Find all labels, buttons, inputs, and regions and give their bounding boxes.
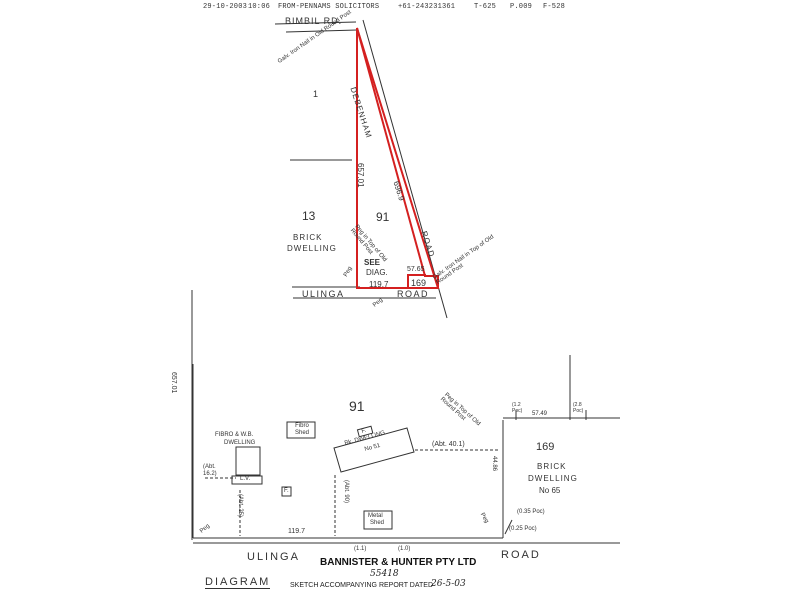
abt-90-label: (Abt. 90) (343, 480, 349, 504)
se-hatch (504, 519, 513, 535)
fibro-shed-outline (286, 421, 316, 439)
bimbil-road-edge-2 (285, 29, 358, 33)
dim-1-0-label: (1.0) (398, 546, 411, 552)
abt-25-label: (Abt. 25) (237, 494, 243, 518)
lv-outline (231, 475, 263, 485)
subject-lot-boundary (356, 27, 440, 289)
diagram-label: DIAGRAM (205, 576, 271, 589)
fax-t-code: T-625 (474, 3, 497, 11)
report-number: 55418 (370, 569, 399, 579)
f-box-label: F. (361, 427, 368, 435)
lot-91-label-bottom: 91 (349, 398, 365, 414)
metal-shed-outline (363, 510, 393, 530)
f-small-outline (281, 486, 292, 497)
diag-label: DIAG. (366, 268, 388, 277)
fax-from: FROM-PENNAMS SOLICITORS (278, 3, 380, 11)
ulinga-road-label-top: ROAD (397, 289, 430, 299)
lot-169-label-top: 169 (411, 278, 427, 288)
ulinga-label-bottom: ULINGA (247, 551, 300, 563)
company-name: BANNISTER & HUNTER PTY LTD (320, 557, 477, 568)
ulinga-label-top: ULINGA (302, 289, 345, 299)
f-small-label: F. (284, 488, 289, 494)
fax-phone: +61-243231361 (398, 3, 456, 11)
dim-1-2-label: (1.2 Poc) (512, 402, 523, 414)
dim-2-8-label: (2.8 Poc) (573, 402, 584, 414)
dim-1-1-label: (1.1) (354, 546, 367, 552)
bk-dwelling-outline (333, 427, 415, 473)
bimbil-road-edge (274, 21, 357, 25)
lv-label: L.V. (240, 476, 251, 482)
road-label-bottom: ROAD (501, 549, 541, 561)
dim-57-49-label: 57.49 (532, 411, 548, 417)
fibro-dwelling-outline (235, 446, 261, 476)
dwelling-label-top: DWELLING (287, 244, 337, 253)
metal-shed-label-2: Shed (370, 520, 385, 526)
bimbil-road-label: BIMBIL RD. (285, 16, 343, 26)
sketch-note: SKETCH ACCOMPANYING REPORT DATED (290, 582, 434, 589)
lot-91-red-east (356, 27, 426, 277)
fax-page: P.009 (510, 3, 533, 11)
dim-south-bottom: 119.7 (288, 528, 305, 535)
debenham-road-east-edge (362, 19, 448, 319)
fibro-dwelling-label-2: DWELLING (224, 440, 256, 446)
dim-south-top: 119.7 (369, 280, 389, 289)
fibro-shed-label: Fibro Shed (294, 423, 309, 436)
lot-1-label: 1 (313, 89, 319, 99)
abt-16-label: (Abt. 16.2) (203, 464, 217, 477)
lot-169-label-bottom: 169 (536, 441, 555, 453)
brick-label-bottom: BRICK (537, 462, 567, 471)
lot-13-label: 13 (302, 209, 316, 223)
fax-f-code: F-528 (543, 3, 566, 11)
report-date: 26-5-03 (431, 579, 466, 589)
no-65-label: No 65 (539, 486, 561, 495)
see-label: SEE (364, 258, 381, 267)
fax-date: 29-10-2003 (203, 3, 248, 11)
dim-west-bottom: 657.01 (170, 372, 177, 394)
dim-0-35-label: (0.35 Poc) (517, 509, 545, 515)
dwelling-label-bottom: DWELLING (528, 474, 578, 483)
dim-small-top: 57.65 (407, 266, 425, 273)
lot-91-label-top: 91 (376, 210, 390, 224)
dim-east-bottom: 44.86 (491, 456, 497, 472)
brick-label-top: BRICK (293, 233, 323, 242)
fax-time: 10:06 (248, 3, 271, 11)
f-box-outline (356, 425, 374, 438)
abt-40-label: (Abt. 40.1) (432, 441, 465, 448)
metal-shed-label-1: Metal (368, 513, 383, 519)
dim-west-top: 657.01 (356, 163, 365, 188)
fibro-dwelling-label-1: FIBRO & W.B. (215, 432, 254, 438)
dim-0-25-label: (0.25 Poc) (509, 526, 537, 532)
